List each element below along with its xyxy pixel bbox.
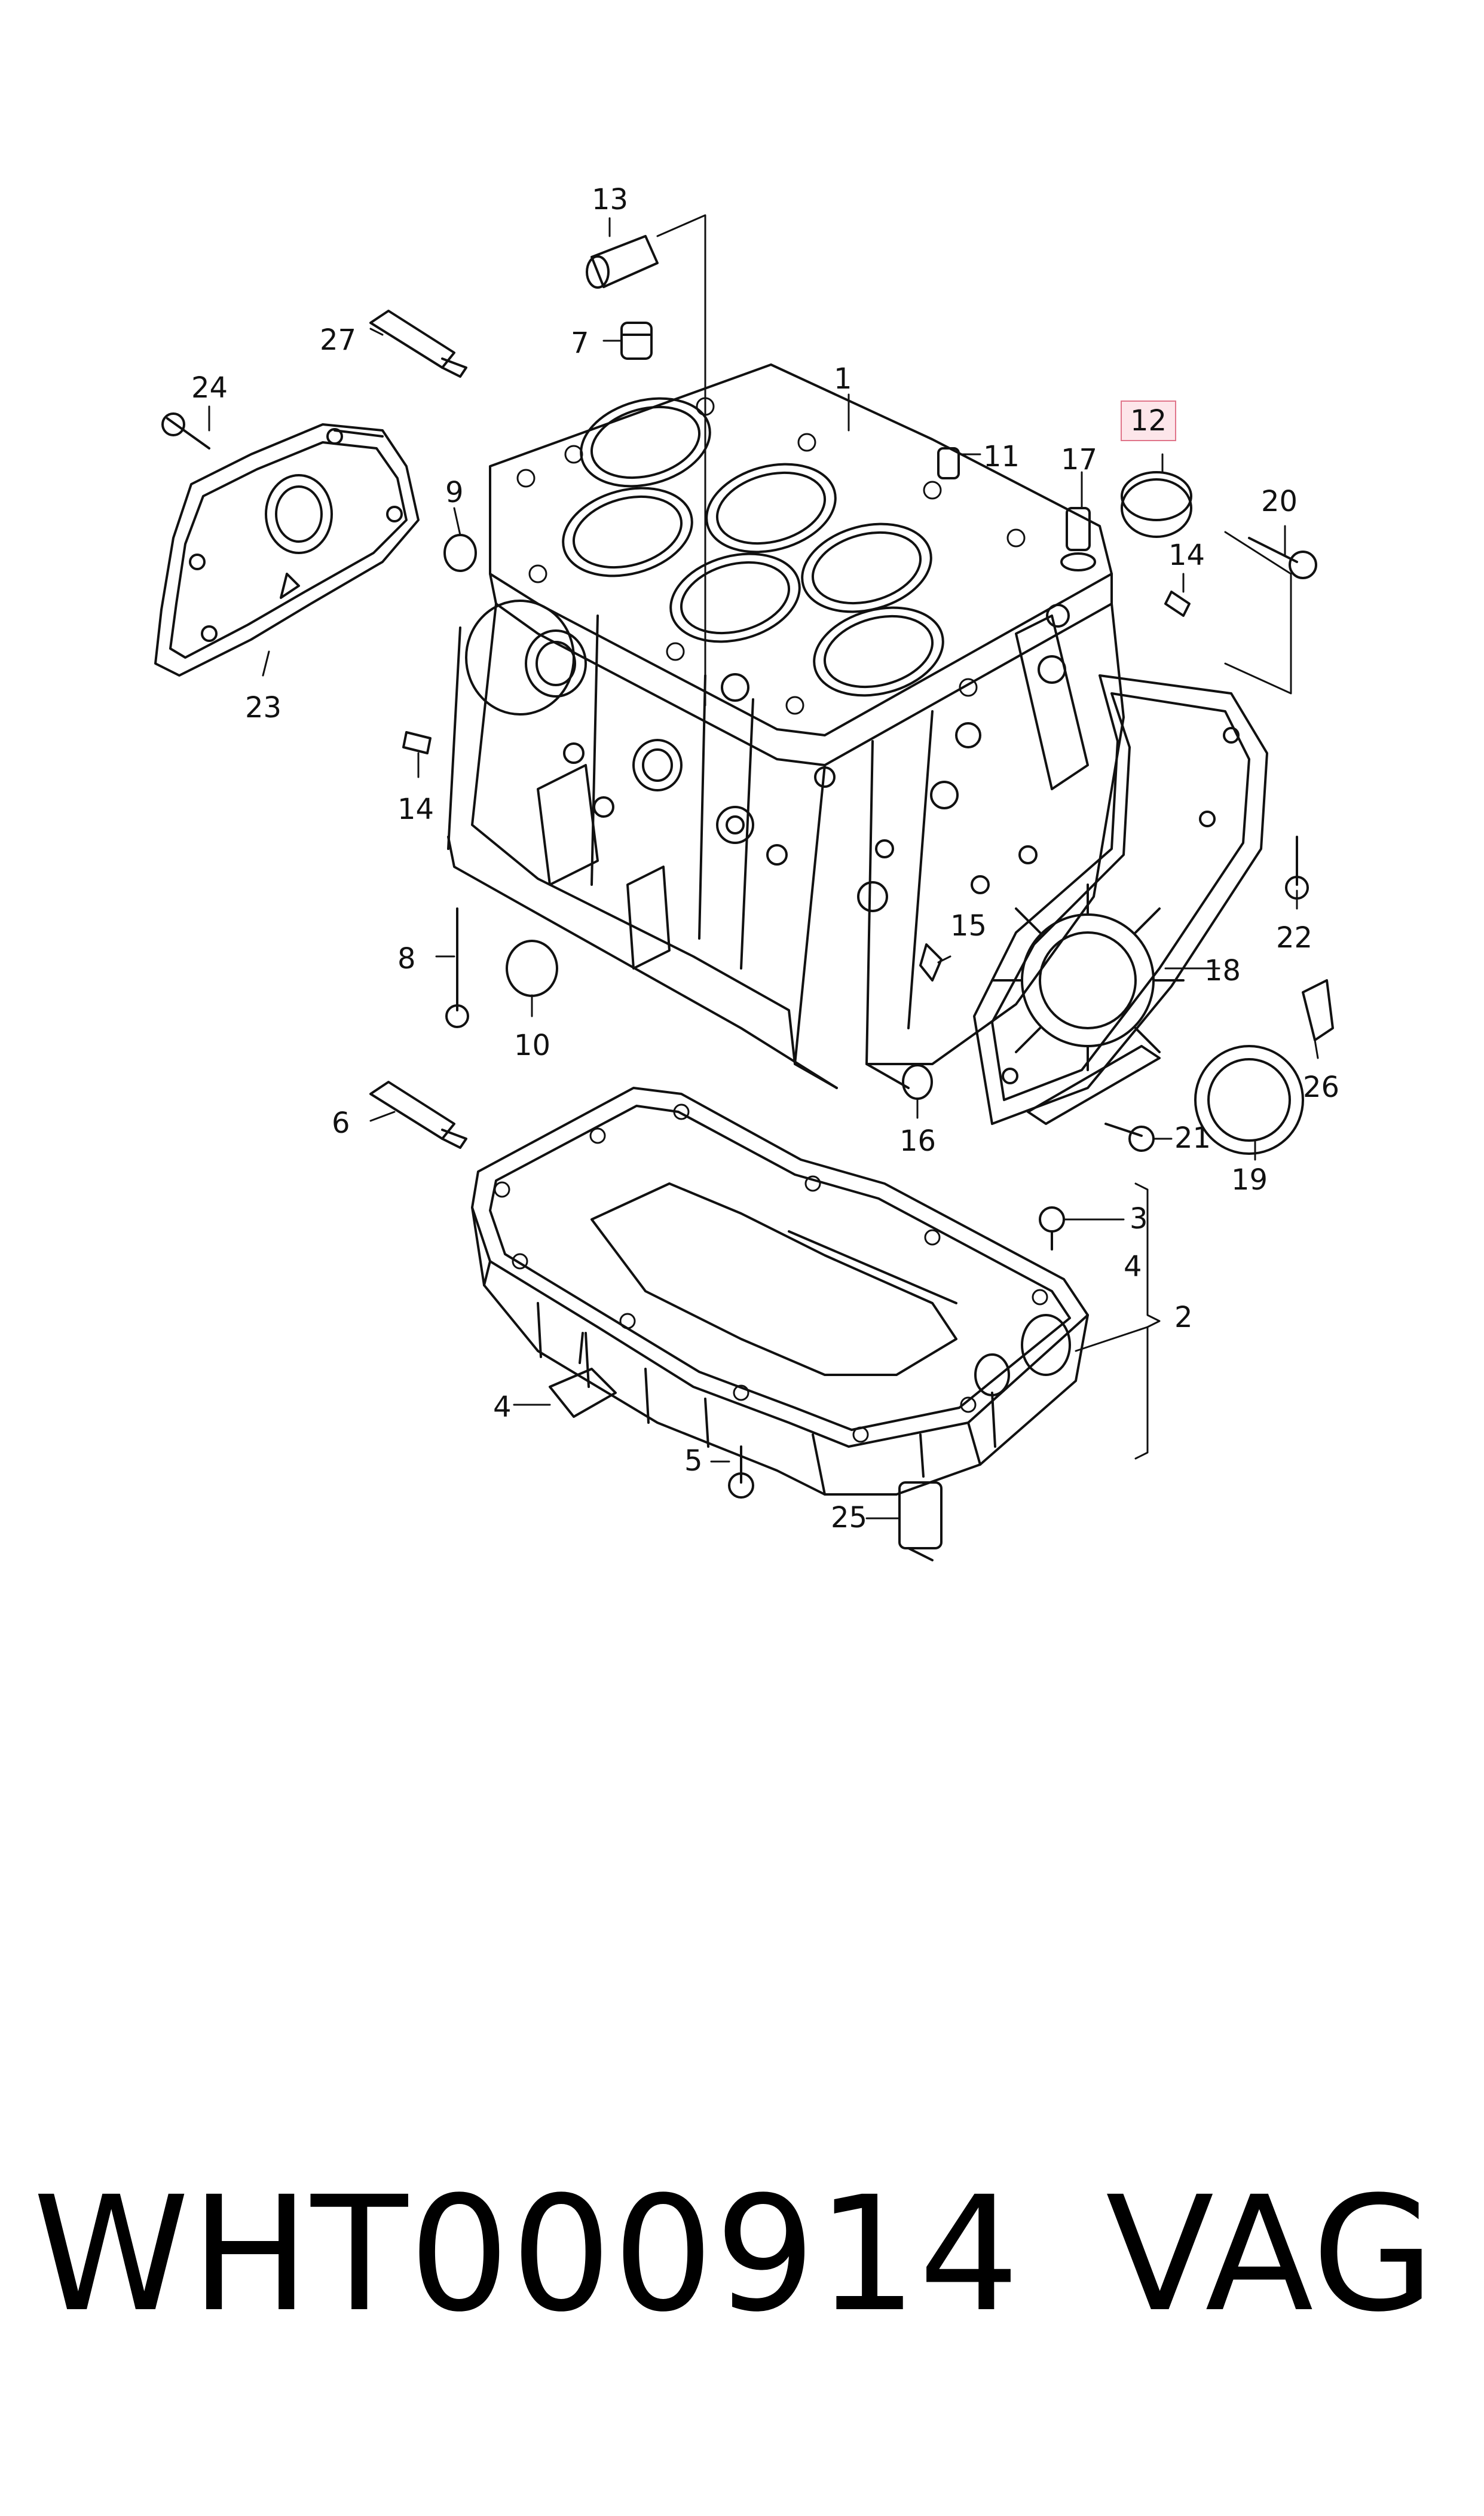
callout-6: 6 [332,1106,350,1140]
callout-27: 27 [320,323,357,357]
leader-lines [208,214,1319,1520]
timing-cover [973,674,1268,1125]
callout-17: 17 [1061,443,1098,476]
callout-15: 15 [950,909,987,943]
callout-20: 20 [1261,485,1298,518]
callout-24: 24 [191,371,228,405]
callout-12-highlighted: 12 [1121,401,1177,441]
callout-23: 23 [245,691,282,724]
callout-8: 7 [571,326,589,360]
callout-2: 2 [1174,1301,1193,1334]
callout-22: 22 [1276,921,1313,955]
callout-4-bracket: 4 [1124,1250,1142,1283]
brand-name: VAG [1106,2163,1436,2347]
callout-1: 1 [834,362,852,396]
callout-9: 9 [445,476,464,509]
small-parts [161,235,1334,1561]
callout-10: 10 [514,1029,551,1062]
cylinder-bores [562,397,944,697]
callout-18: 18 [1204,954,1241,988]
callout-26: 26 [1303,1071,1340,1104]
part-number: WHT000914 [33,2163,1021,2347]
callout-11: 11 [983,440,1020,473]
callout-25: 25 [831,1501,868,1534]
exploded-parts-diagram [154,214,1334,1561]
callout-5: 5 [684,1444,703,1478]
callout-14a: 14 [1168,539,1205,572]
callout-4-drain-plug: 4 [493,1390,512,1424]
callout-19: 19 [1231,1163,1268,1197]
footer: WHT000914 VAG [0,2176,1484,2355]
callout-13: 13 [592,183,629,216]
engine-block [447,363,1125,1089]
rear-cover [154,423,420,677]
callout-14b: 14 [397,793,435,826]
callout-7: 8 [397,942,416,976]
callout-3: 3 [1130,1202,1148,1236]
callout-16: 16 [899,1124,937,1158]
oil-pan [471,1087,1089,1496]
callout-21: 21 [1174,1121,1211,1155]
